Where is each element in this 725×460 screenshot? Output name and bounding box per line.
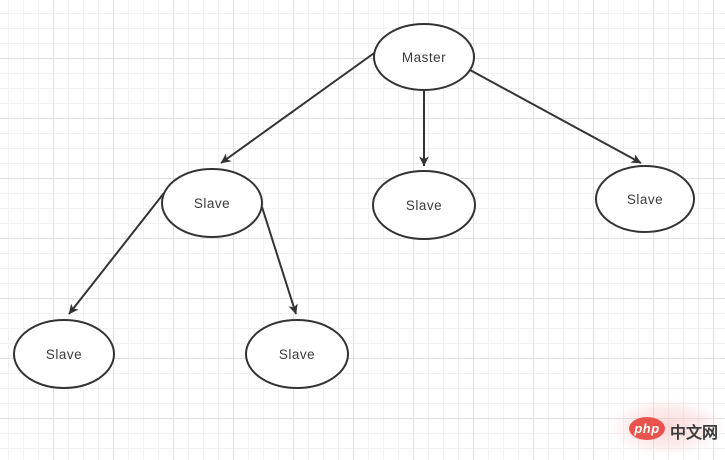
node-slave-bottom-mid[interactable]: Slave [245, 319, 349, 389]
edge-master-to-slave-left[interactable] [220, 50, 378, 164]
master-ellipse[interactable] [373, 23, 475, 91]
edge-slaveleft-to-bottom-left[interactable] [68, 192, 165, 315]
node-master[interactable]: Master [373, 23, 475, 91]
slave-ellipse[interactable] [372, 170, 476, 240]
edge-master-to-slave-right[interactable] [469, 69, 642, 164]
slave-ellipse[interactable] [595, 165, 695, 233]
slave-ellipse[interactable] [245, 319, 349, 389]
php-logo-badge: php [629, 417, 665, 440]
node-label: Slave [627, 192, 663, 207]
slave-ellipse[interactable] [13, 319, 115, 389]
slave-ellipse[interactable] [161, 168, 263, 238]
node-slave-right[interactable]: Slave [595, 165, 695, 233]
node-label: Slave [46, 347, 82, 362]
node-label: Slave [279, 347, 315, 362]
node-label: Master [402, 50, 446, 65]
node-slave-middle[interactable]: Slave [372, 170, 476, 240]
watermark-text: 中文网 [670, 423, 719, 442]
node-label: Slave [406, 198, 442, 213]
node-slave-left[interactable]: Slave [161, 168, 263, 238]
node-slave-bottom-left[interactable]: Slave [13, 319, 115, 389]
node-label: Slave [194, 196, 230, 211]
edge-slaveleft-to-bottom-mid[interactable] [261, 206, 298, 315]
